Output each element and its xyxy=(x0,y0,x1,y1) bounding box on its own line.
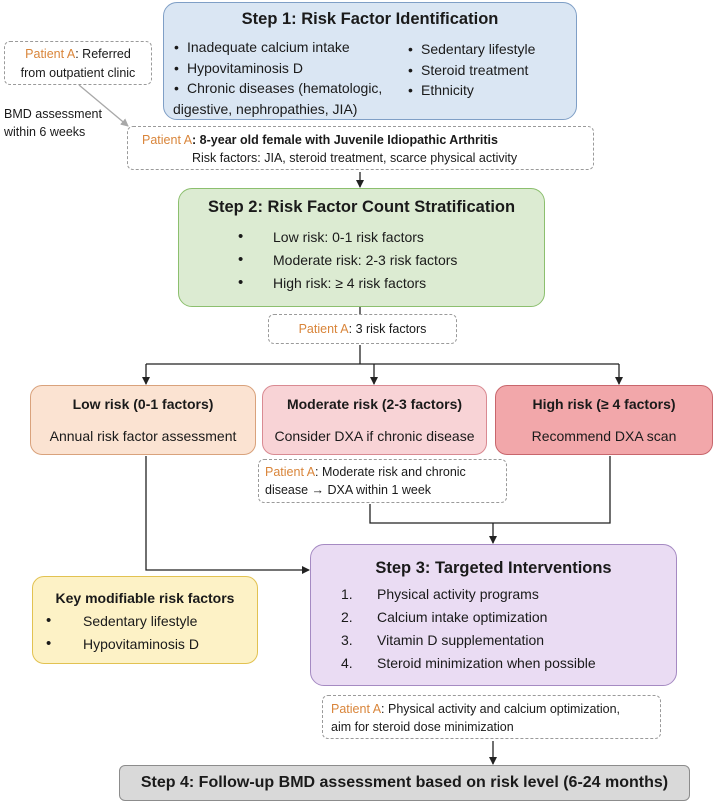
step2-title: Step 2: Risk Factor Count Stratification xyxy=(207,198,516,216)
referral-arrow xyxy=(78,84,129,127)
step1-item: Chronic diseases (hematologic, xyxy=(173,78,413,99)
moderate-risk-box: Moderate risk (2-3 factors) Consider DXA… xyxy=(262,385,487,455)
bmd-line1: BMD assessment xyxy=(4,107,102,121)
moderate-risk-action: Consider DXA if chronic disease xyxy=(274,428,475,444)
low-risk-box: Low risk (0-1 factors) Annual risk facto… xyxy=(30,385,256,455)
high-risk-action: Recommend DXA scan xyxy=(531,428,677,444)
patient-description-note: Patient A: 8-year old female with Juveni… xyxy=(127,126,594,170)
line-moderate-merge xyxy=(369,504,493,524)
patient-risk-factors: Risk factors: JIA, steroid treatment, sc… xyxy=(192,151,518,165)
interventions-text-2: aim for steroid dose minimization xyxy=(331,720,514,734)
interventions-text: : Physical activity and calcium optimiza… xyxy=(381,702,621,716)
step4-title: Step 4: Follow-up BMD assessment based o… xyxy=(140,774,669,791)
step1-item: Sedentary lifestyle xyxy=(407,39,577,60)
risk-count-note: Patient A: 3 risk factors xyxy=(268,314,457,344)
step1-box: Step 1: Risk Factor Identification Inade… xyxy=(163,2,577,120)
high-risk-title: High risk (≥ 4 factors) xyxy=(532,396,676,412)
step3-title: Step 3: Targeted Interventions xyxy=(375,559,612,577)
low-risk-action: Annual risk factor assessment xyxy=(49,428,237,444)
bmd-line2: within 6 weeks xyxy=(4,125,86,139)
referral-text-2: from outpatient clinic xyxy=(20,66,136,80)
patient-headline: : 8-year old female with Juvenile Idiopa… xyxy=(192,133,498,147)
step4-box: Step 4: Follow-up BMD assessment based o… xyxy=(119,765,690,801)
patient-label: Patient A xyxy=(331,702,382,716)
step1-item: Ethnicity xyxy=(407,80,577,101)
step1-item: Hypovitaminosis D xyxy=(173,58,413,79)
step1-item-continuation: digestive, nephropathies, JIA) xyxy=(173,100,358,117)
step1-right-list: Sedentary lifestyle Steroid treatment Et… xyxy=(407,39,577,101)
moderate-risk-title: Moderate risk (2-3 factors) xyxy=(286,396,463,412)
high-risk-box: High risk (≥ 4 factors) Recommend DXA sc… xyxy=(495,385,713,455)
low-risk-title: Low risk (0-1 factors) xyxy=(72,396,214,412)
patient-label: Patient A xyxy=(25,47,76,61)
step1-item: Inadequate calcium intake xyxy=(173,37,413,58)
referral-note: Patient A: Referred from outpatient clin… xyxy=(4,41,152,85)
step1-title: Step 1: Risk Factor Identification xyxy=(241,10,499,28)
interventions-note: Patient A: Physical activity and calcium… xyxy=(322,695,661,739)
patient-label: Patient A xyxy=(265,465,316,479)
line-high-merge xyxy=(493,456,611,524)
moderate-note-text-2: disease → DXA within 1 week xyxy=(265,483,432,497)
risk-count-text: : 3 risk factors xyxy=(348,322,427,336)
patient-label: Patient A xyxy=(142,133,193,147)
referral-text: : Referred xyxy=(75,47,131,61)
patient-label: Patient A xyxy=(298,322,349,336)
step2-box: Step 2: Risk Factor Count Stratification… xyxy=(178,188,545,307)
moderate-risk-note: Patient A: Moderate risk and chronic dis… xyxy=(258,459,507,503)
bmd-assessment-note: BMD assessment within 6 weeks xyxy=(4,105,102,141)
step3-box: Step 3: Targeted Interventions 1.Physica… xyxy=(310,544,677,686)
key-factors-title: Key modifiable risk factors xyxy=(55,590,235,606)
key-factors-box: Key modifiable risk factors •Sedentary l… xyxy=(32,576,258,664)
arrow-low-to-step3 xyxy=(145,456,310,574)
step1-left-list: Inadequate calcium intake Hypovitaminosi… xyxy=(173,37,413,119)
step1-item: Steroid treatment xyxy=(407,60,577,81)
moderate-note-text: : Moderate risk and chronic xyxy=(315,465,466,479)
